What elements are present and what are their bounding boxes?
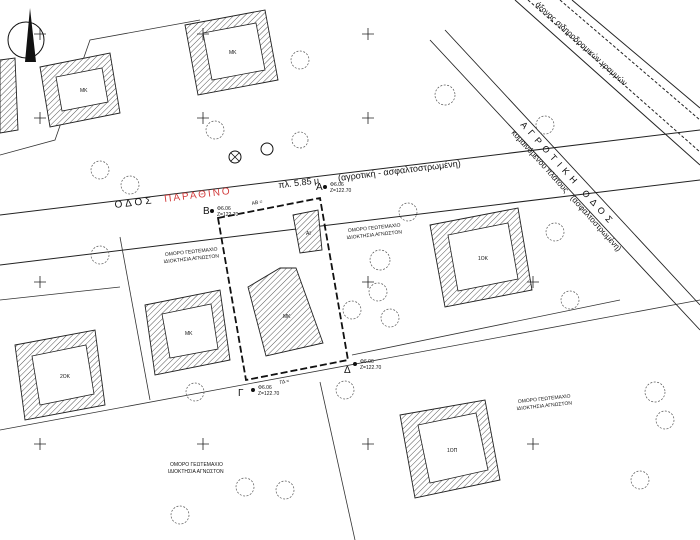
right-road-label: ΑΓΡΟΤΙΚΗ ΟΔΟΣ κυμαινόμενου πλάτους (ασφα… xyxy=(510,120,624,254)
corner-d: Δ Φ6.06 Ζ=122.70 xyxy=(344,359,381,376)
edge-ab-label: ΑΒ = xyxy=(251,199,263,207)
building-right-label: 1ΟΚ xyxy=(478,256,489,262)
corner-d-letter: Δ xyxy=(344,365,351,376)
building-mid-left-label: ΜΚ xyxy=(185,331,193,337)
main-road xyxy=(0,129,700,266)
neighbor-label-line1: ΟΜΟΡΟ ΓΕΩΤΕΜΑΧΙΟ xyxy=(518,393,571,405)
right-road-title: ΑΓΡΟΤΙΚΗ ΟΔΟΣ xyxy=(519,120,618,229)
neighbor-label-line1: ΟΜΟΡΟ ΓΕΩΤΕΜΑΧΙΟ xyxy=(348,222,401,234)
road-symbols xyxy=(228,142,274,164)
neighbor-label-line2: ΙΔΙΟΚΤΗΣΙΑ ΑΓΝΩΣΤΟΝ xyxy=(163,253,219,265)
subject-parcel: ΜΚ ΑΙ xyxy=(216,196,350,382)
main-road-label: ΟΔΟΣ ΠΑΡΑΘΙΝΟ πλ. 5.85 μ (αγροτική - ασφ… xyxy=(114,158,461,211)
road-width: πλ. 5.85 μ xyxy=(278,175,320,190)
neighbor-label-line2: ΙΔΙΟΚΤΗΣΙΑ ΑΓΝΩΣΤΟΝ xyxy=(516,400,572,412)
railway-label: άξονας σιδηροδρομικών γραμμών xyxy=(534,0,629,88)
road-name: ΠΑΡΑΘΙΝΟ xyxy=(164,186,233,205)
corner-d-elev: Ζ=122.70 xyxy=(360,365,381,371)
subject-building-label: ΜΚ xyxy=(283,314,291,320)
road-type: (αγροτική - ασφαλτοστρωμένη) xyxy=(337,158,461,183)
small-building-label: ΑΙ xyxy=(306,231,311,237)
corner-a-elev: Ζ=122.70 xyxy=(330,188,351,194)
building-top-center-label: ΜΚ xyxy=(229,50,237,56)
neighbor-label-right: ΟΜΟΡΟ ΓΕΩΤΕΜΑΧΙΟ ΙΔΙΟΚΤΗΣΙΑ ΑΓΝΩΣΤΟΝ xyxy=(346,222,402,241)
neighbor-label-line1: ΟΜΟΡΟ ΓΕΩΤΕΜΑΧΙΟ xyxy=(170,462,223,468)
neighbor-label-line1: ΟΜΟΡΟ ΓΕΩΤΕΜΑΧΙΟ xyxy=(165,246,218,258)
trees xyxy=(90,50,675,525)
buildings: ΜΚ ΜΚ ΜΚ 2ΟΚ 1ΟΚ 1ΟΠ xyxy=(0,9,533,499)
grid-crosses xyxy=(34,28,539,450)
corner-a-letter: Α xyxy=(316,182,323,193)
edge-gd-label: ΓΔ = xyxy=(279,378,290,386)
building-corner xyxy=(0,57,19,134)
building-far-left-label: 2ΟΚ xyxy=(60,374,71,380)
neighbor-label-line2: ΙΔΙΟΚΤΗΣΙΑ ΑΓΝΩΣΤΟΝ xyxy=(168,469,224,475)
building-bottom-right-label: 1ΟΠ xyxy=(447,448,458,454)
corner-b-elev: Ζ=122.70 xyxy=(217,212,238,218)
corner-b-letter: Β xyxy=(203,206,210,217)
corner-b: Β Φ6.06 Ζ=122.70 xyxy=(203,206,238,218)
neighbor-label-left: ΟΜΟΡΟ ΓΕΩΤΕΜΑΧΙΟ ΙΔΙΟΚΤΗΣΙΑ ΑΓΝΩΣΤΟΝ xyxy=(163,246,219,265)
corner-g-letter: Γ xyxy=(238,388,244,399)
corner-g-elev: Ζ=122.70 xyxy=(258,391,279,397)
corner-b-code: Φ6.06 xyxy=(217,206,231,212)
railway-lines xyxy=(429,0,700,331)
corner-a-code: Φ6.06 xyxy=(330,182,344,188)
corner-d-code: Φ6.06 xyxy=(360,359,374,365)
north-arrow xyxy=(7,8,45,62)
neighbor-label-bottom-left: ΟΜΟΡΟ ΓΕΩΤΕΜΑΧΙΟ ΙΔΙΟΚΤΗΣΙΑ ΑΓΝΩΣΤΟΝ xyxy=(168,462,224,475)
corner-a: Α Φ6.06 Ζ=122.70 xyxy=(316,182,351,194)
property-lines xyxy=(0,19,700,540)
neighbor-label-line2: ΙΔΙΟΚΤΗΣΙΑ ΑΓΝΩΣΤΟΝ xyxy=(346,229,402,241)
road-prefix: ΟΔΟΣ xyxy=(114,195,155,211)
neighbor-label-bottom-right: ΟΜΟΡΟ ΓΕΩΤΕΜΑΧΙΟ ΙΔΙΟΚΤΗΣΙΑ ΑΓΝΩΣΤΟΝ xyxy=(516,393,572,412)
building-top-left-label: ΜΚ xyxy=(80,88,88,94)
corner-g: Γ Φ6.06 Ζ=122.70 xyxy=(238,385,279,399)
corner-g-code: Φ6.06 xyxy=(258,385,272,391)
